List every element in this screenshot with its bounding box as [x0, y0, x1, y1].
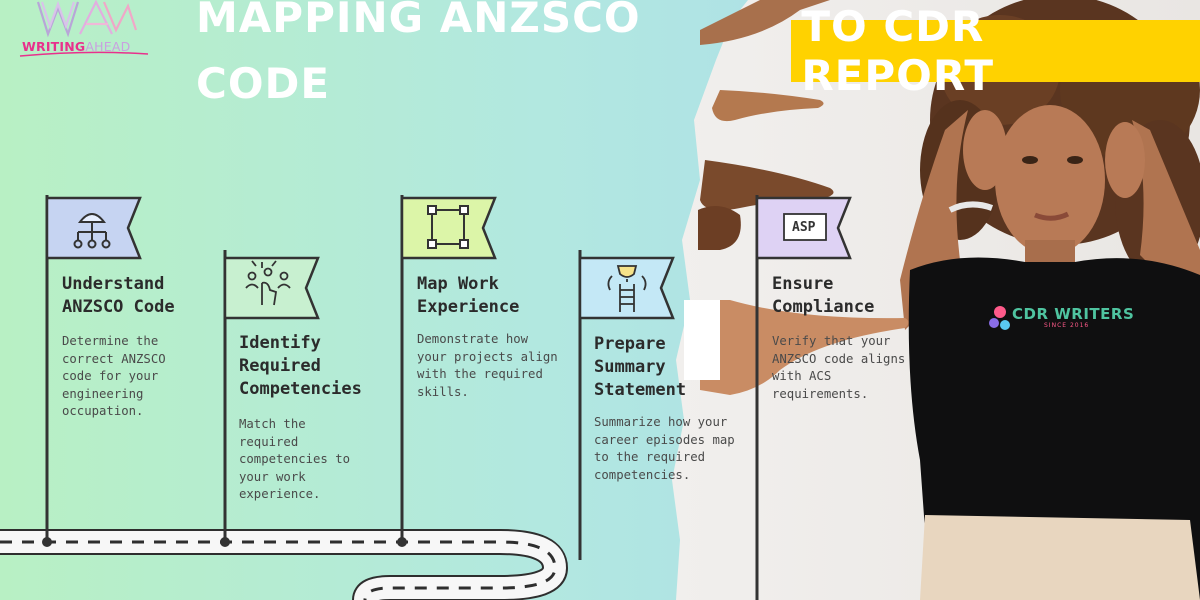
step-4-description: Summarize how your career episodes map t…: [594, 414, 735, 484]
step-4-desc-line: Summarize how your: [594, 415, 728, 429]
step-2-desc-line: Match the: [239, 417, 306, 431]
road: [0, 529, 569, 600]
step-3-desc-line: skills.: [417, 384, 469, 399]
step-4-title-line-3: Statement: [594, 380, 687, 400]
logo-text-writing: WRITING: [22, 39, 86, 54]
pointing-hands: [684, 0, 909, 395]
step-1-title-line-1: Understand: [62, 274, 165, 294]
asp-sign-label: ASP: [792, 220, 816, 235]
title-plain: MAPPING ANZSCO CODE: [196, 0, 641, 108]
step-5-desc-line: ANZSCO code aligns: [772, 351, 906, 366]
step-5-desc-line: with ACS: [772, 369, 832, 383]
logo-wordmark: WRITINGAHEAD: [22, 39, 130, 54]
flag-4: [578, 256, 675, 320]
step-4-title-line-2: Summary: [594, 357, 666, 377]
step-3-desc-line: Demonstrate how: [417, 332, 529, 346]
step-1-desc-line: correct ANZSCO: [62, 351, 166, 366]
step-1-desc-line: code for your: [62, 369, 159, 383]
shirt-since-text: SINCE 2016: [1044, 322, 1090, 329]
step-2-title-line-3: Competencies: [239, 379, 362, 399]
asp-sign-icon: [783, 213, 827, 241]
step-5-title: Ensure Compliance: [772, 273, 874, 319]
step-1-title: Understand ANZSCO Code: [62, 273, 175, 319]
step-3-title-line-2: Experience: [417, 297, 520, 317]
pole-dots: [42, 537, 407, 547]
step-1-desc-line: occupation.: [62, 404, 144, 418]
step-2-desc-line: experience.: [239, 487, 321, 501]
step-1-desc-line: engineering: [62, 386, 144, 401]
step-5-desc-line: Verify that your: [772, 334, 891, 348]
step-3-desc-line: with the required: [417, 367, 543, 381]
step-4-desc-line: career episodes map: [594, 432, 735, 447]
step-2-title: Identify Required Competencies: [239, 332, 362, 401]
shirt-brand-text: CDR WRITERS: [1012, 305, 1135, 323]
frame-icon: [427, 205, 469, 249]
title-highlight-box: TO CDR REPORT: [791, 2, 1200, 100]
writing-ahead-logo: [19, 0, 149, 57]
step-2-desc-line: required: [239, 434, 299, 449]
step-5-title-line-1: Ensure: [772, 274, 834, 294]
ladder-trophy-icon: [607, 265, 647, 312]
step-1-description: Determine the correct ANZSCO code for yo…: [62, 333, 166, 421]
flag-3: [400, 196, 497, 260]
step-2-title-line-1: Identify: [239, 333, 321, 353]
page-title: MAPPING ANZSCO CODE TO CDR REPORT: [196, 0, 1200, 108]
step-2-description: Match the required competencies to your …: [239, 416, 350, 504]
step-3-description: Demonstrate how your projects align with…: [417, 331, 558, 401]
step-1-desc-line: Determine the: [62, 334, 159, 348]
flag-1: [45, 196, 142, 260]
step-4-title: Prepare Summary Statement: [594, 333, 686, 402]
title-highlight: TO CDR REPORT: [801, 2, 994, 100]
step-5-title-line-2: Compliance: [772, 297, 875, 317]
flag-2: [223, 256, 320, 320]
step-5-desc-line: requirements.: [772, 386, 869, 401]
step-5-description: Verify that your ANZSCO code aligns with…: [772, 333, 905, 403]
step-3-title-line-1: Map Work: [417, 274, 499, 294]
step-2-desc-line: competencies to: [239, 452, 351, 466]
step-3-title: Map Work Experience: [417, 273, 519, 319]
step-4-desc-line: to the required: [594, 450, 706, 464]
step-2-desc-line: your work: [239, 469, 306, 484]
step-1-title-line-2: ANZSCO Code: [62, 297, 175, 317]
team-pointer-icon: [245, 260, 291, 306]
step-2-title-line-2: Required: [239, 356, 321, 376]
step-4-desc-line: competencies.: [594, 467, 691, 482]
hierarchy-icon: [73, 213, 111, 249]
step-3-desc-line: your projects align: [417, 349, 558, 364]
step-4-title-line-1: Prepare: [594, 334, 666, 354]
logo-text-ahead: AHEAD: [85, 39, 131, 54]
